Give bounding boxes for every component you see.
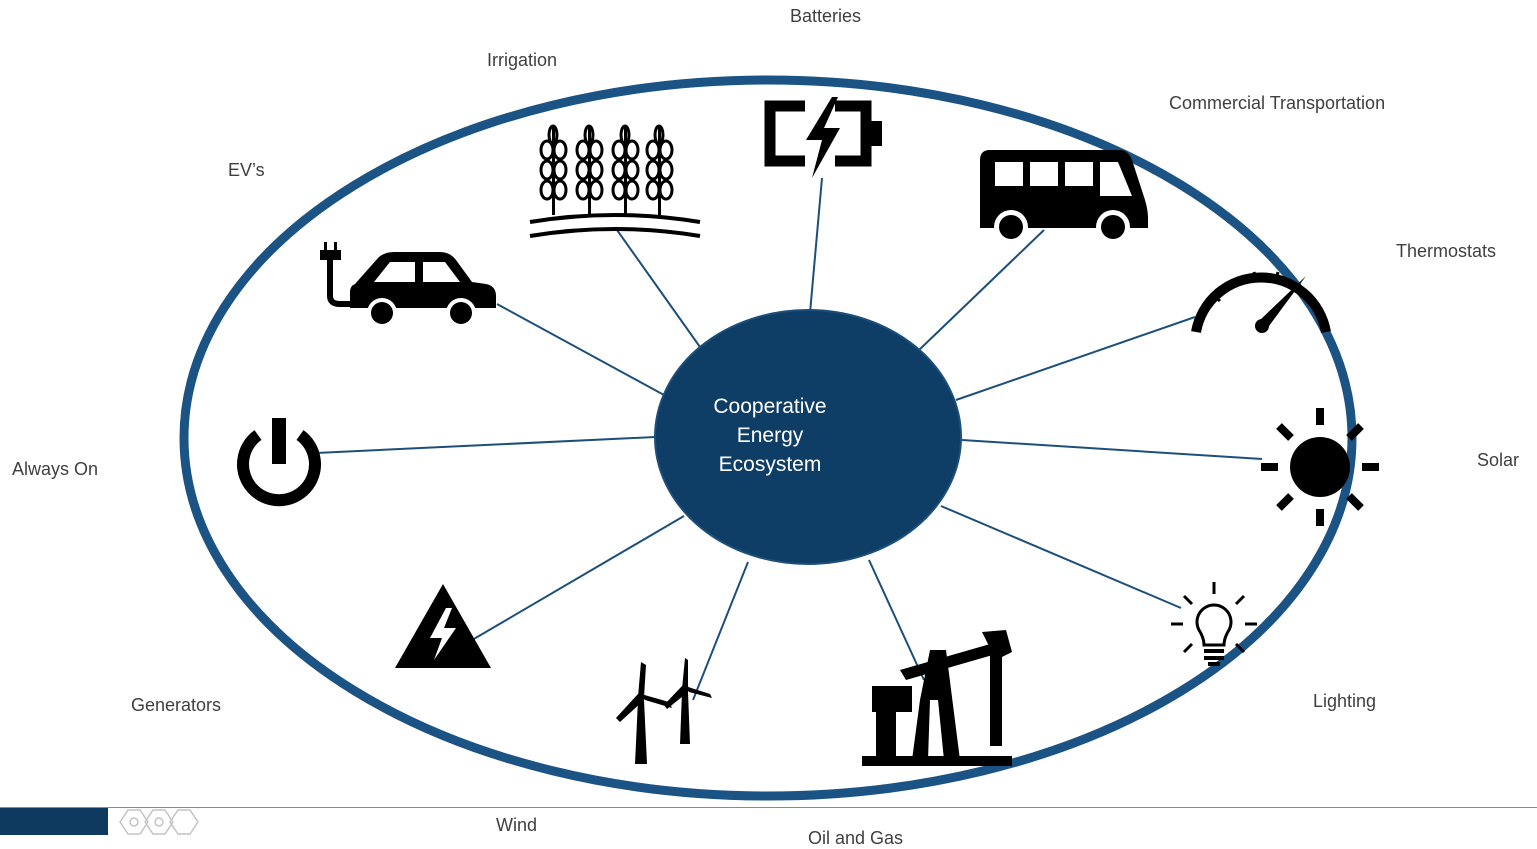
footer-block [0,808,108,835]
label-oil-and-gas: Oil and Gas [808,828,904,848]
label-thermostats: Thermostats [1396,241,1497,261]
connector-wind [692,561,749,701]
electric-car-icon [320,242,496,328]
connectors [315,177,1263,701]
connector-lighting [940,505,1182,609]
connector-solar [961,439,1263,460]
label-irrigation: Irrigation [487,50,558,70]
label-solar: Solar [1477,450,1520,470]
light-bulb-icon [1171,582,1257,666]
gauge-icon [1191,271,1331,333]
label-batteries: Batteries [790,6,862,26]
connector-batteries [809,177,823,314]
bus-icon [980,150,1148,244]
connector-generators [466,515,685,644]
center-hub [654,309,962,565]
wind-turbine-icon [616,658,712,764]
power-icon [237,418,321,507]
label-evs: EV’s [228,160,265,180]
footer-rule [0,807,1537,808]
battery-charging-icon [764,96,882,178]
label-wind: Wind [496,815,538,835]
label-always-on: Always On [12,459,99,479]
oil-pump-icon [862,630,1012,766]
connector-transportation [917,229,1045,352]
footer-ornament [119,809,199,835]
center-line-1: Cooperative [713,395,827,418]
center-line-2: Energy [736,424,804,447]
label-lighting: Lighting [1313,691,1377,711]
connector-thermostats [955,316,1196,401]
label-commercial-transportation: Commercial Transportation [1169,93,1386,113]
center-line-3: Ecosystem [718,453,822,476]
connector-evs [496,303,665,396]
connector-oil-gas [868,559,925,681]
connector-irrigation [616,229,701,348]
center-label: Cooperative Energy Ecosystem [655,392,885,479]
high-voltage-icon [395,584,491,668]
connector-always-on [315,436,656,454]
sun-icon [1261,408,1379,526]
label-generators: Generators [131,695,222,715]
wheat-field-icon [529,123,701,238]
